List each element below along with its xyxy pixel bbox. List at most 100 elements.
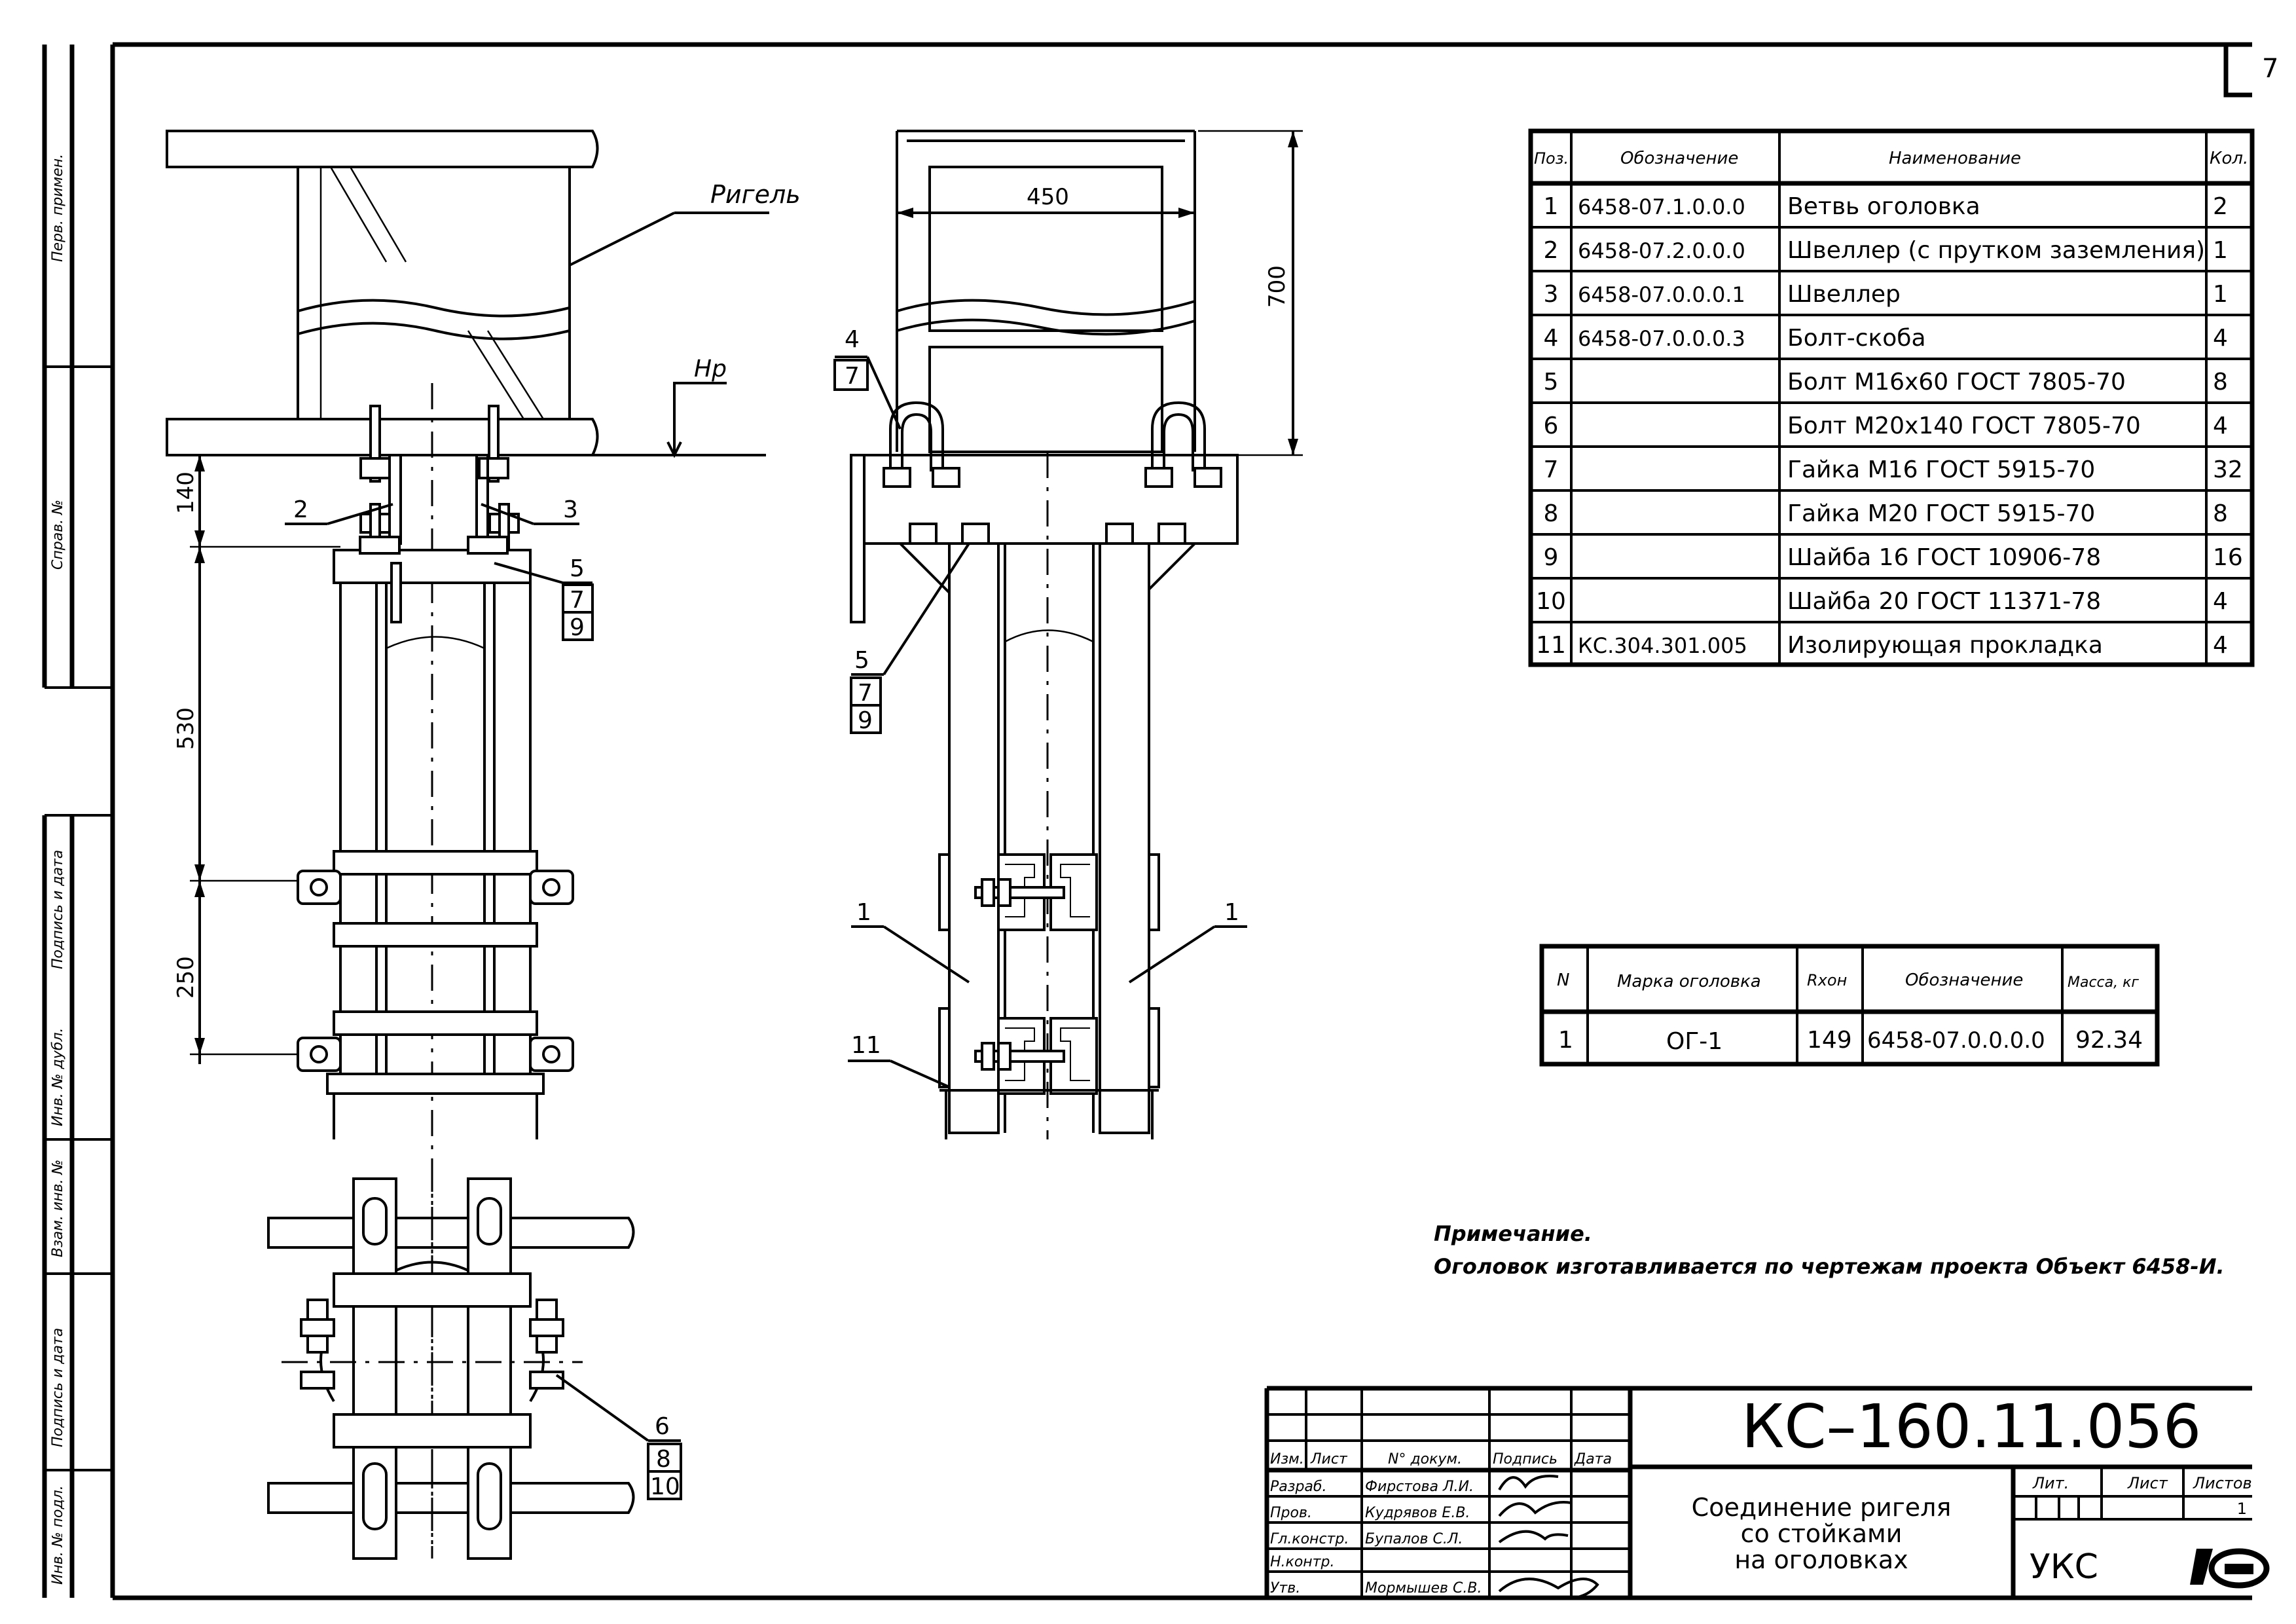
left-stamp-column: Перв. примен. Справ. № Подпись и дата Ин… xyxy=(42,45,113,1598)
spec-cell: Изолирующая прокладка xyxy=(1787,632,2103,659)
spec-cell: 10 xyxy=(1536,588,1566,615)
spec-cell: 6458-07.2.0.0.0 xyxy=(1578,238,1745,263)
signature-1 xyxy=(1498,1475,1559,1491)
spec-cell: 8 xyxy=(1544,500,1559,527)
callout-stack-5-7-9-left: 5 7 9 xyxy=(494,555,594,641)
mark-header-mark: Марка оголовка xyxy=(1617,972,1761,991)
tb-name: Фирстова Л.И. xyxy=(1365,1479,1474,1495)
spec-cell: 4 xyxy=(2213,588,2228,615)
mark-header-n: N xyxy=(1557,970,1569,990)
tb-role: Гл.констр. xyxy=(1270,1531,1349,1547)
title-block-roles: Разраб.Фирстова Л.И.Пров.Кудрявов Е.В.Гл… xyxy=(1270,1479,1482,1596)
sheet-frame: 7 xyxy=(110,42,2278,1600)
tb-col-izm: Изм. xyxy=(1270,1451,1304,1467)
note-title: Примечание. xyxy=(1434,1221,1592,1246)
spec-cell: 7 xyxy=(1544,456,1559,483)
mark-cell-rhon: 149 xyxy=(1807,1027,1852,1054)
tb-sheet-label: Лист xyxy=(2127,1474,2168,1492)
callout-5b: 5 xyxy=(854,647,869,674)
organization: УКС xyxy=(2030,1547,2098,1587)
view-front-elevation: 450 700 xyxy=(833,130,1303,1139)
tb-role: Разраб. xyxy=(1270,1479,1326,1495)
callout-4: 4 xyxy=(845,326,860,353)
tb-role: Утв. xyxy=(1270,1580,1300,1596)
callout-6: 6 xyxy=(655,1413,670,1440)
note: Примечание. Оголовок изготавливается по … xyxy=(1434,1221,2225,1279)
spec-header-qty: Кол. xyxy=(2210,149,2248,168)
tb-sheet-value: 1 xyxy=(2237,1500,2247,1518)
spec-cell: Швеллер xyxy=(1787,281,1901,308)
dim-700: 700 xyxy=(1264,265,1290,308)
title-line-3: на оголовках xyxy=(1734,1545,1908,1574)
callout-11: 11 xyxy=(851,1032,881,1059)
spec-header-code: Обозначение xyxy=(1620,149,1738,168)
callout-1-left: 1 xyxy=(856,899,871,926)
callout-stack-5-7-9-front: 5 7 9 xyxy=(850,542,970,734)
stamp-label-6: Инв. № подл. xyxy=(50,1485,66,1585)
spec-cell: 8 xyxy=(2213,369,2228,396)
title-block: Изм. Лист N° докум. Подпись Дата Разраб.… xyxy=(1264,1386,2270,1600)
callout-7b: 7 xyxy=(845,363,860,390)
tb-col-list: Лист xyxy=(1310,1451,1348,1467)
spec-cell: Ветвь оголовка xyxy=(1787,193,1980,220)
tb-name: Бупалов С.Л. xyxy=(1365,1531,1463,1547)
spec-cell: Швеллер (с прутком заземления) xyxy=(1787,237,2205,264)
callout-3: 3 xyxy=(563,496,578,523)
tb-col-sign: Подпись xyxy=(1493,1451,1558,1467)
view-plan: 6 8 10 xyxy=(267,1166,682,1560)
tb-role: Н.контр. xyxy=(1270,1554,1334,1570)
dim-250: 250 xyxy=(173,956,199,999)
sheet-number: 7 xyxy=(2262,54,2278,84)
stamp-label-3: Инв. № дубл. xyxy=(50,1027,66,1126)
stamp-label-0: Перв. примен. xyxy=(50,154,66,262)
callout-10: 10 xyxy=(650,1473,680,1500)
callout-2: 2 xyxy=(293,496,308,523)
spec-cell: 6458-07.0.0.0.1 xyxy=(1578,282,1745,307)
spec-cell: 1 xyxy=(1544,193,1559,220)
callout-5: 5 xyxy=(570,555,585,582)
mark-header-mass: Масса, кг xyxy=(2068,974,2139,991)
note-text: Оголовок изготавливается по чертежам про… xyxy=(1434,1254,2225,1279)
stamp-label-5: Подпись и дата xyxy=(50,1328,66,1447)
spec-cell: 9 xyxy=(1544,544,1559,571)
dim-450: 450 xyxy=(1027,184,1069,210)
signature-3 xyxy=(1498,1530,1569,1543)
signature-4 xyxy=(1498,1578,1599,1600)
spec-cell: Болт М20х140 ГОСТ 7805-70 xyxy=(1787,413,2141,439)
callout-9b: 9 xyxy=(858,707,873,734)
callout-7: 7 xyxy=(570,587,585,614)
spec-cell: 1 xyxy=(2213,281,2228,308)
spec-cell: Гайка М20 ГОСТ 5915-70 xyxy=(1787,500,2095,527)
mark-cell-mass: 92.34 xyxy=(2075,1027,2143,1054)
tb-sheets-label: Листов xyxy=(2193,1474,2252,1492)
title-line-1: Соединение ригеля xyxy=(1692,1493,1952,1522)
label-rigel: Ригель xyxy=(710,180,801,209)
spec-cell: 32 xyxy=(2213,456,2243,483)
drawing-code: КС–160.11.056 xyxy=(1741,1392,2201,1462)
tb-col-doc: N° докум. xyxy=(1388,1451,1462,1467)
view-side-elevation: Нр Ригель xyxy=(166,130,801,1559)
spec-cell: Болт-скоба xyxy=(1787,325,1926,352)
spec-cell: 6458-07.0.0.0.3 xyxy=(1578,326,1745,351)
callout-stack-4-7: 4 7 xyxy=(833,326,902,430)
tb-name: Мормышев С.В. xyxy=(1365,1580,1482,1596)
callout-1-right: 1 xyxy=(1224,899,1239,926)
tb-lit-label: Лит. xyxy=(2032,1474,2069,1492)
level-label-hr: Нр xyxy=(694,356,727,382)
callout-stack-6-8-10: 6 8 10 xyxy=(555,1374,682,1500)
tb-col-date: Дата xyxy=(1574,1451,1612,1467)
spec-cell: 1 xyxy=(2213,237,2228,264)
stamp-label-1: Справ. № xyxy=(50,500,66,570)
callout-8: 8 xyxy=(656,1446,671,1473)
spec-cell: Болт М16х60 ГОСТ 7805-70 xyxy=(1787,369,2126,396)
tb-name: Кудрявов Е.В. xyxy=(1365,1505,1470,1521)
stamp-label-2: Подпись и дата xyxy=(50,850,66,969)
mark-cell-n: 1 xyxy=(1558,1027,1573,1054)
spec-cell: 5 xyxy=(1544,369,1559,396)
spec-cell: Шайба 20 ГОСТ 11371-78 xyxy=(1787,588,2101,615)
spec-cell: 2 xyxy=(1544,237,1559,264)
callout-7c: 7 xyxy=(858,680,873,707)
spec-cell: 2 xyxy=(2213,193,2228,220)
